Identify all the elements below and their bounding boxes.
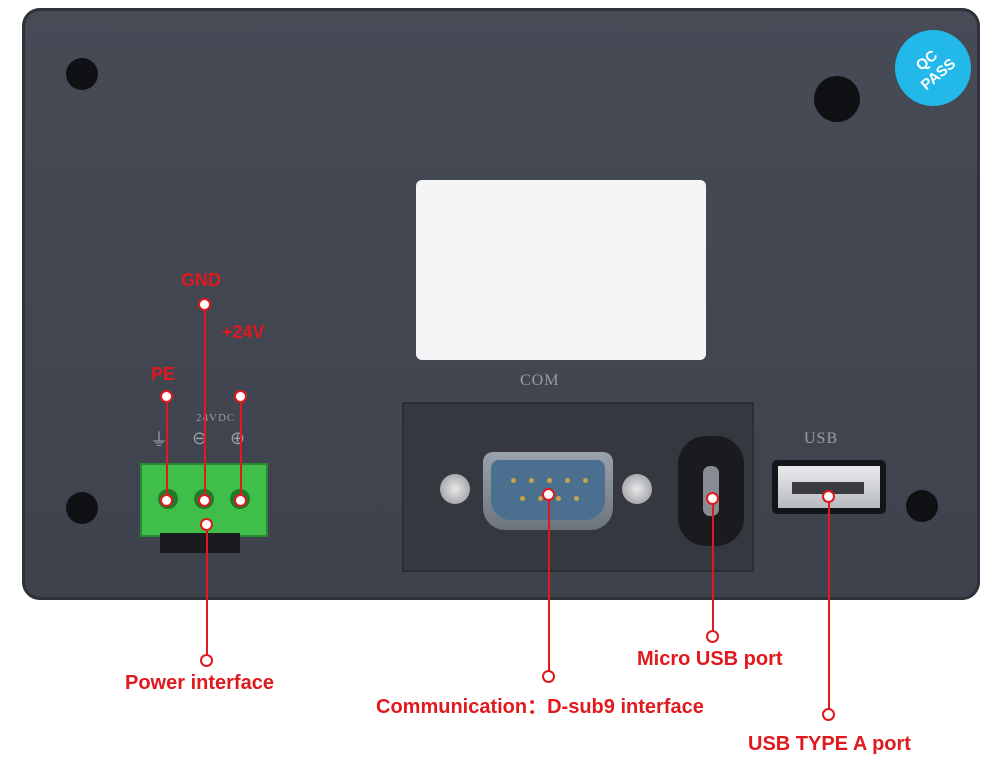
dsub9-connector xyxy=(483,452,613,530)
gnd-target-dot xyxy=(198,494,211,507)
micro-usb-label: Micro USB port xyxy=(637,648,783,670)
gnd-line xyxy=(204,306,206,500)
gnd-label: GND xyxy=(181,270,221,290)
power-interface-label: Power interface xyxy=(125,672,274,694)
ground-symbol-icon: ⏚ xyxy=(150,430,169,450)
mounting-hole-bottom-left xyxy=(66,492,98,524)
usb-type-a-shell xyxy=(778,466,880,508)
plus-symbol-icon: ⊕ xyxy=(230,428,247,448)
dsub-screw-right xyxy=(622,474,652,504)
mounting-hole-bottom-right xyxy=(906,490,938,522)
mounting-hole-top-left xyxy=(66,58,98,90)
micro-usb-top-dot xyxy=(706,492,719,505)
pe-line xyxy=(166,398,168,500)
pe-target-dot xyxy=(160,494,173,507)
label-sticker xyxy=(416,180,706,360)
dsub-screw-left xyxy=(440,474,470,504)
usb-type-a-tongue xyxy=(792,482,864,494)
minus-symbol-icon: ⊖ xyxy=(192,428,209,448)
usb-a-top-dot xyxy=(822,490,835,503)
plus24v-target-dot xyxy=(234,494,247,507)
micro-usb-line xyxy=(712,498,714,634)
micro-usb-port xyxy=(703,466,719,516)
mounting-hole-top-right xyxy=(814,76,860,122)
communication-label: Communication：D-sub9 interface xyxy=(376,696,704,718)
power-interface-line xyxy=(206,524,208,658)
power-interface-bottom-dot xyxy=(200,654,213,667)
gnd-dot xyxy=(198,298,211,311)
power-silkscreen: 24VDC xyxy=(196,412,236,424)
communication-top-dot xyxy=(542,488,555,501)
usb-a-line xyxy=(828,496,830,712)
communication-line xyxy=(548,494,550,676)
power-terminal-base xyxy=(160,533,240,553)
usb-a-bottom-dot xyxy=(822,708,835,721)
communication-bottom-dot xyxy=(542,670,555,683)
com-silkscreen: COM xyxy=(520,372,560,389)
plus24v-line xyxy=(240,398,242,500)
pe-label: PE xyxy=(151,364,176,384)
usb-type-a-label: USB TYPE A port xyxy=(748,733,911,755)
micro-usb-connector xyxy=(678,436,744,546)
plus24v-label: +24V xyxy=(222,322,265,342)
plus24v-dot xyxy=(234,390,247,403)
power-interface-top-dot xyxy=(200,518,213,531)
usb-silkscreen: USB xyxy=(804,430,839,447)
pe-dot xyxy=(160,390,173,403)
micro-usb-bottom-dot xyxy=(706,630,719,643)
